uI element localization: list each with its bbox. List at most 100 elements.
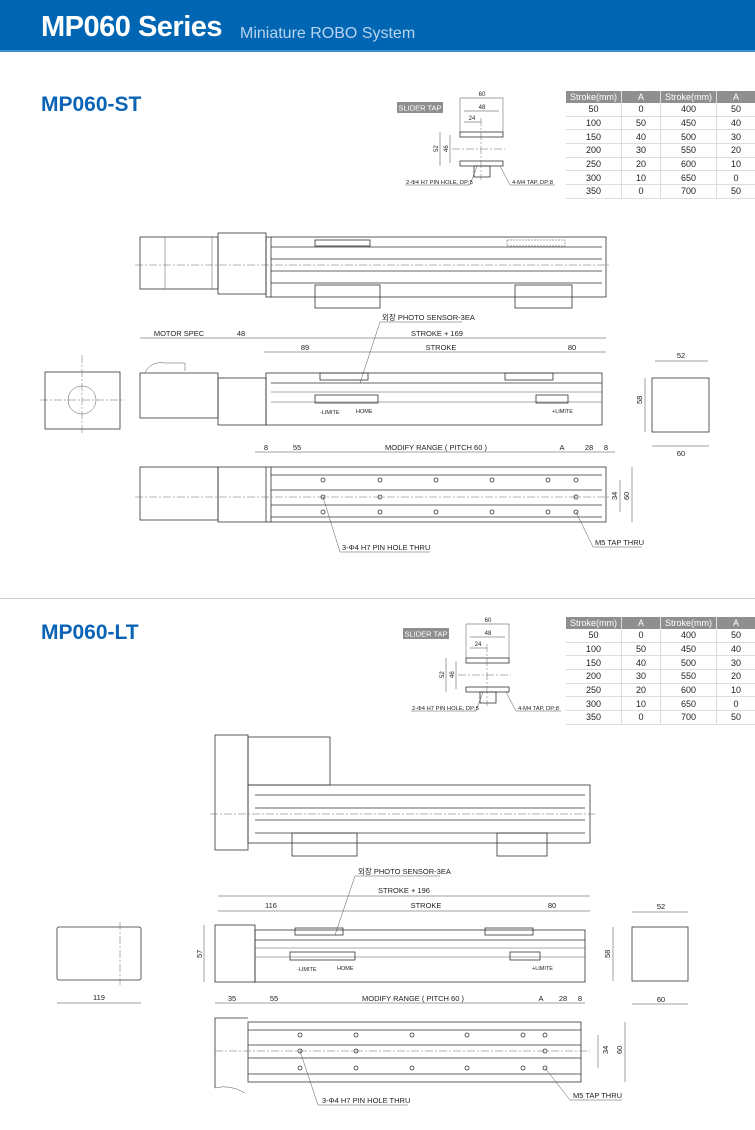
table-cell: 550	[660, 669, 717, 684]
lt-end-view: 52 58 60	[603, 902, 689, 1005]
dim-48: 48	[485, 631, 492, 637]
dim-52: 52	[434, 145, 440, 152]
table-cell: 40	[716, 642, 755, 657]
table-cell: 40	[621, 129, 661, 145]
table-cell: 50	[621, 642, 661, 657]
table-cell: 300	[566, 170, 622, 186]
pin-hole-callout: 3-Φ4 H7 PIN HOLE THRU	[322, 1096, 410, 1105]
table-cell: 50	[716, 710, 755, 725]
dim-46: 46	[450, 671, 456, 678]
mounting-holes	[320, 494, 579, 500]
table-header: A	[716, 617, 755, 629]
hole	[573, 509, 579, 515]
table-cell: 50	[716, 629, 755, 643]
table-cell: 500	[660, 129, 717, 145]
hole	[545, 509, 551, 515]
dim-55: 55	[270, 994, 278, 1003]
table-cell: 250	[566, 683, 622, 698]
pin-hole-note: 2-Φ4 H7 PIN HOLE, DP;5	[406, 180, 473, 186]
table-cell: 50	[566, 103, 622, 117]
table-cell: 150	[566, 129, 622, 145]
table-cell: 150	[566, 655, 622, 671]
sensor-bracket	[291, 832, 358, 857]
dim-overall: STROKE + 169	[411, 329, 463, 338]
hole	[320, 477, 326, 483]
hole	[353, 1048, 359, 1054]
table-header: Stroke(mm)	[566, 91, 622, 103]
hole	[464, 1065, 470, 1071]
table-cell: 350	[566, 710, 622, 725]
table-cell: 700	[660, 184, 717, 199]
hole	[353, 1065, 359, 1071]
st-bottom-view: 8 55 MODIFY RANGE ( PITCH 60 ) A 28 8 34…	[135, 443, 644, 553]
hole	[464, 1032, 470, 1038]
table-cell: 200	[566, 669, 622, 684]
table-header: A	[716, 91, 755, 103]
table-header: A	[621, 617, 661, 629]
hole	[573, 477, 579, 483]
table-header: Stroke(mm)	[660, 617, 717, 629]
series-subtitle: Miniature ROBO System	[240, 25, 416, 42]
hole	[297, 1065, 303, 1071]
plus-limit-label: +LIMITE	[552, 409, 573, 415]
table-cell: 30	[621, 669, 661, 684]
tap-note: 4-M4 TAP, DP;8	[518, 706, 559, 712]
table-cell: 20	[621, 157, 661, 172]
home-label: HOME	[337, 966, 354, 972]
model-title-lt: MP060-LT	[41, 621, 139, 644]
hole	[409, 1032, 415, 1038]
table-cell: 500	[660, 655, 717, 671]
dim-60: 60	[485, 618, 492, 624]
dim-motor-spec: MOTOR SPEC	[154, 329, 205, 338]
dim-coupling: 48	[237, 329, 245, 338]
table-cell: 30	[621, 143, 661, 158]
table-cell: 400	[660, 103, 717, 117]
dim-end-height: 58	[603, 950, 612, 958]
table-cell: 10	[621, 170, 661, 186]
table-cell: 700	[660, 710, 717, 725]
minus-limit-label: -LIMITE	[297, 967, 317, 973]
slider-tap-label: SLIDER TAP	[398, 104, 441, 113]
dim-52: 52	[440, 671, 446, 678]
dim-28: 28	[559, 994, 567, 1003]
dim-motor-width: 119	[93, 993, 105, 1002]
lt-side-view: 외장 PHOTO SENSOR-3EA STROKE + 196 116 STR…	[195, 866, 590, 983]
table-cell: 20	[621, 683, 661, 698]
st-side-view: 외장 PHOTO SENSOR-3EA MOTOR SPEC 48 STROKE…	[139, 312, 606, 426]
table-cell: 40	[621, 655, 661, 671]
dim-60: 60	[615, 1046, 624, 1054]
table-cell: 0	[621, 710, 661, 725]
table-cell: 650	[660, 696, 717, 712]
table-cell: 30	[716, 129, 755, 145]
slider-tap-label: SLIDER TAP	[404, 630, 447, 639]
sensor-bracket	[514, 284, 573, 309]
dim-24: 24	[469, 116, 476, 122]
table-cell: 0	[716, 170, 755, 186]
table-cell: 650	[660, 170, 717, 186]
hole	[520, 1065, 526, 1071]
dim-modify-range: MODIFY RANGE ( PITCH 60 )	[362, 994, 464, 1003]
table-cell: 50	[566, 629, 622, 643]
motor	[139, 466, 219, 521]
hole	[520, 1032, 526, 1038]
table-cell: 0	[716, 696, 755, 712]
table-cell: 600	[660, 157, 717, 172]
mounting-holes	[297, 1048, 548, 1054]
table-cell: 10	[621, 696, 661, 712]
hole	[409, 1065, 415, 1071]
table-cell: 300	[566, 696, 622, 712]
lt-bottom-view: 35 55 MODIFY RANGE ( PITCH 60 ) A 28 8 3…	[214, 994, 626, 1106]
table-cell: 0	[621, 103, 661, 117]
table-cell: 30	[716, 655, 755, 671]
minus-limit-label: -LIMITE	[320, 410, 340, 416]
table-cell: 450	[660, 642, 717, 657]
dim-side-height: 57	[195, 950, 204, 958]
dim-a: A	[538, 994, 543, 1003]
dim-8: 8	[578, 994, 582, 1003]
dim-34: 34	[601, 1046, 610, 1054]
